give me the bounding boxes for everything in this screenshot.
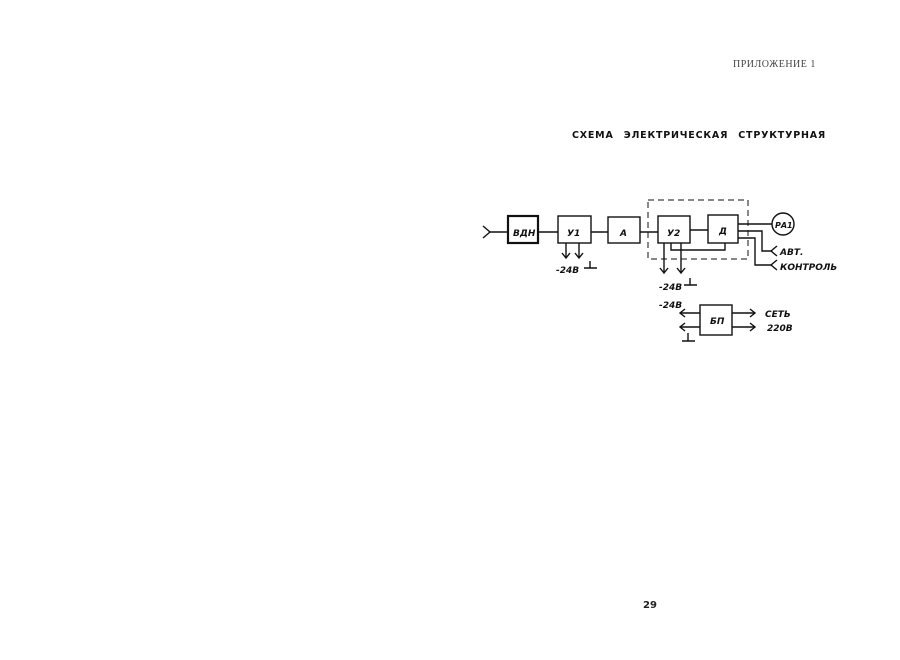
block-u2-label: У2 (667, 229, 680, 239)
block-u1-label: У1 (567, 229, 580, 239)
block-pa1-label: РА1 (775, 221, 793, 230)
block-bp (699, 304, 733, 336)
u1-supply-label: -24В (556, 266, 579, 276)
u2-supply-label: -24В (659, 283, 682, 293)
block-bp-label: БП (710, 317, 725, 327)
block-pa1 (771, 212, 795, 236)
network-label: СЕТЬ (765, 310, 791, 320)
page-number: 29 (643, 600, 657, 611)
block-a (607, 216, 641, 244)
dashed-enclosure (647, 199, 749, 260)
ground-icon (584, 261, 597, 269)
block-u1 (557, 215, 592, 244)
network-voltage-label: 220В (767, 324, 793, 334)
bp-supply-label: -24В (659, 301, 682, 311)
block-d (707, 214, 739, 244)
block-vdn-label: ВДН (513, 229, 536, 239)
block-vdn (506, 214, 540, 245)
page-title: СХЕМА ЭЛЕКТРИЧЕСКАЯ СТРУКТУРНАЯ (572, 130, 826, 141)
appendix-label: ПРИЛОЖЕНИЕ 1 (733, 59, 816, 70)
block-a-label: А (619, 229, 627, 239)
control-label: КОНТРОЛЬ (780, 263, 837, 273)
block-d-label: Д (718, 227, 727, 237)
input-connector-icon (482, 225, 492, 239)
ground-icon (682, 333, 695, 342)
ground-icon (684, 278, 697, 286)
avt-label: АВТ. (779, 248, 803, 258)
